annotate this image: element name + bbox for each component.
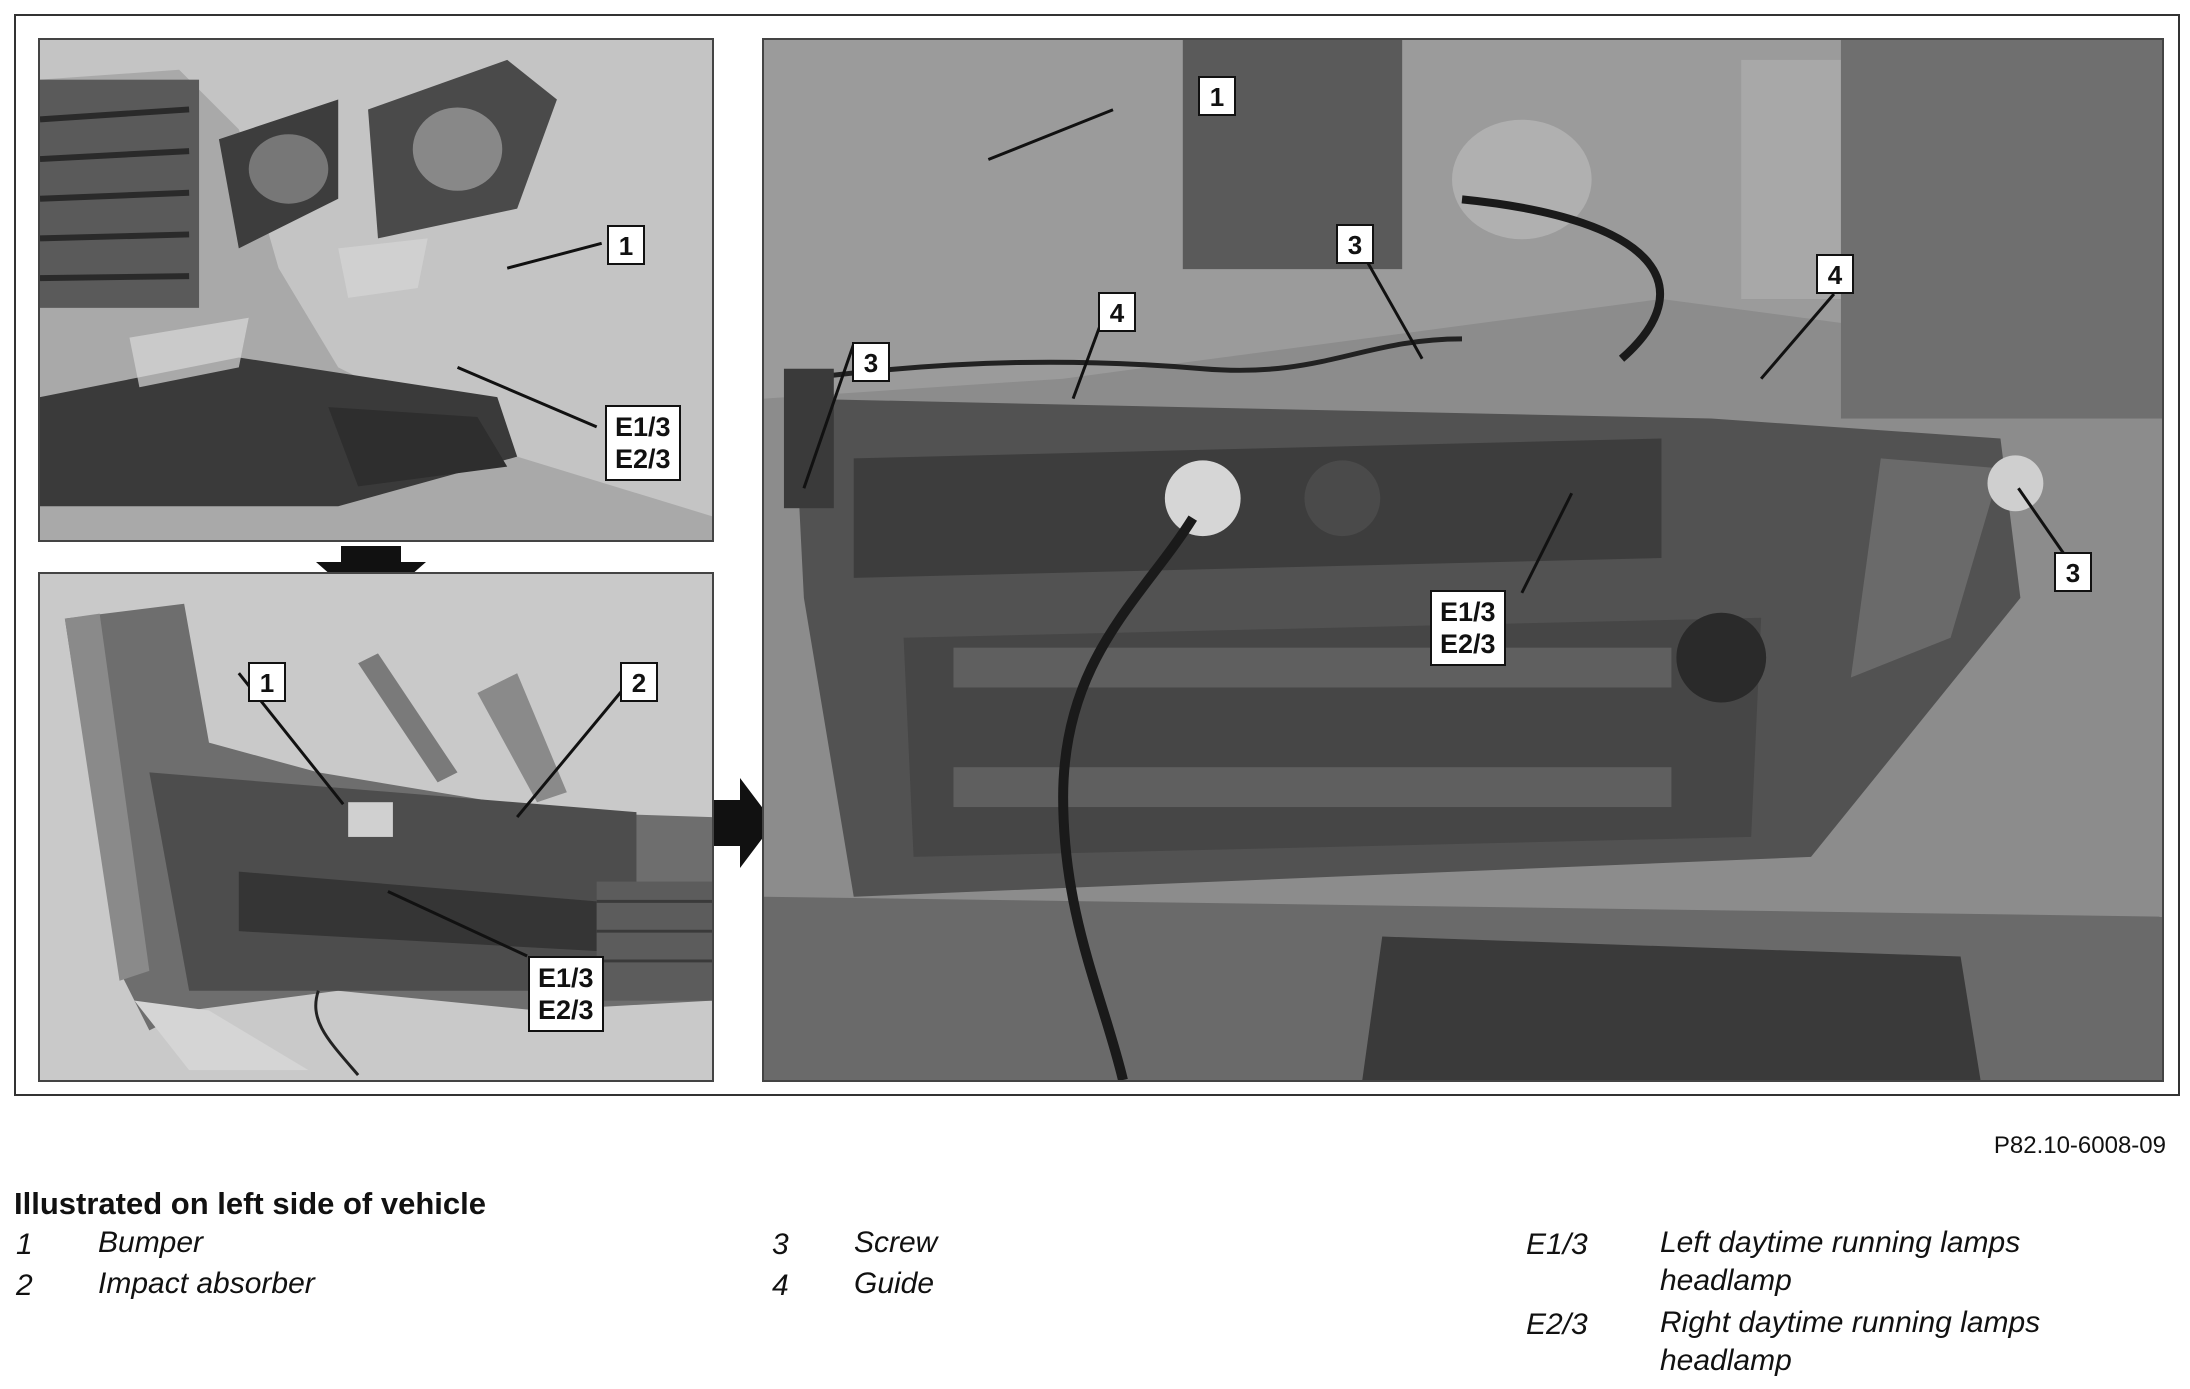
callout-bottom-left-lamp-left: E1/3 <box>538 963 594 993</box>
vehicle-front-illustration <box>40 40 712 540</box>
callout-top-left-lamp-right: E2/3 <box>615 444 671 474</box>
callout-right-screw-left: 3 <box>852 342 890 382</box>
legend-item: 2 Impact absorber <box>16 1267 716 1310</box>
legend-item: 4 Guide <box>772 1267 1272 1310</box>
legend-label-line2: headlamp <box>1660 1344 1792 1377</box>
legend-label-line2: headlamp <box>1660 1264 1792 1297</box>
legend-label-line1: Right daytime running lamps <box>1660 1306 2041 1339</box>
callout-top-left-bumper: 1 <box>607 225 645 265</box>
photo-vehicle-front <box>38 38 714 542</box>
callout-right-screw-top: 3 <box>1336 224 1374 264</box>
callout-top-left-lamp-left: E1/3 <box>615 412 671 442</box>
legend-column-3: E1/3 Left daytime running lamps headlamp… <box>1526 1226 2166 1388</box>
arrow-right-icon <box>714 778 774 868</box>
callout-right-lamp: E1/3 E2/3 <box>1430 590 1506 666</box>
legend-label: Impact absorber <box>98 1267 315 1300</box>
legend-key: 1 <box>16 1228 33 1261</box>
photo-bumper-removed <box>38 572 714 1082</box>
legend-column-1: 1 Bumper 2 Impact absorber <box>16 1226 716 1310</box>
legend-heading: Illustrated on left side of vehicle <box>14 1186 486 1221</box>
callout-top-left-lamp: E1/3 E2/3 <box>605 405 681 481</box>
callout-right-guide-right: 4 <box>1816 254 1854 294</box>
bumper-rear-illustration <box>40 574 712 1080</box>
callout-right-screw-right: 3 <box>2054 552 2092 592</box>
legend-key: E1/3 <box>1526 1228 1588 1261</box>
callout-bottom-left-lamp-right: E2/3 <box>538 995 594 1025</box>
legend-label-line1: Left daytime running lamps <box>1660 1226 2021 1259</box>
lamp-detail-illustration <box>764 40 2162 1080</box>
legend-label: Screw <box>854 1226 938 1259</box>
legend-key: 3 <box>772 1228 789 1261</box>
legend-key: 2 <box>16 1269 33 1302</box>
photo-lamp-detail <box>762 38 2164 1082</box>
legend-label: Guide <box>854 1267 935 1300</box>
callout-bottom-left-lamp: E1/3 E2/3 <box>528 956 604 1032</box>
callout-bottom-left-absorber: 2 <box>620 662 658 702</box>
callout-bottom-left-bumper: 1 <box>248 662 286 702</box>
callout-right-lamp-right: E2/3 <box>1440 629 1496 659</box>
legend-item: E2/3 Right daytime running lamps headlam… <box>1526 1306 2166 1388</box>
callout-right-guide-left: 4 <box>1098 292 1136 332</box>
legend-label: Bumper <box>98 1226 204 1259</box>
callout-right-lamp-left: E1/3 <box>1440 597 1496 627</box>
legend-item: E1/3 Left daytime running lamps headlamp <box>1526 1226 2166 1308</box>
callout-right-bumper: 1 <box>1198 76 1236 116</box>
legend-item: 3 Screw <box>772 1226 1272 1269</box>
legend-key: 4 <box>772 1269 789 1302</box>
legend-key: E2/3 <box>1526 1308 1588 1341</box>
figure-reference-code: P82.10-6008-09 <box>1993 1132 2166 1159</box>
legend-item: 1 Bumper <box>16 1226 716 1269</box>
legend-column-2: 3 Screw 4 Guide <box>772 1226 1272 1310</box>
